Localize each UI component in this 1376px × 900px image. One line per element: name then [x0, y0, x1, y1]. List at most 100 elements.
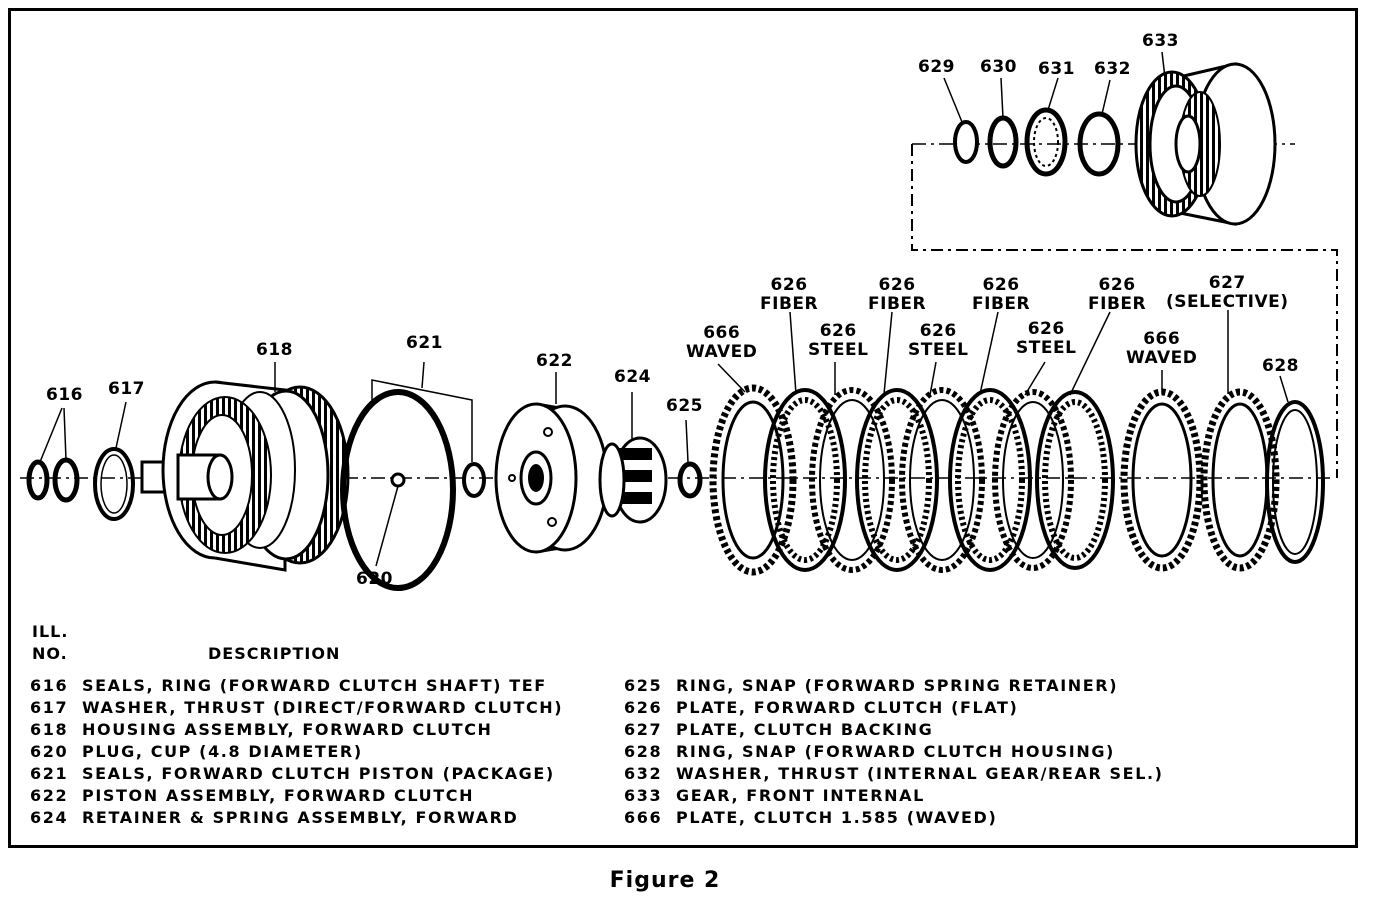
callout-text: STEEL: [808, 340, 869, 360]
legend-number: 616: [30, 676, 69, 695]
legend-row: 666 PLATE, CLUTCH 1.585 (WAVED): [624, 807, 1164, 829]
legend-number: 620: [30, 742, 69, 761]
callout-text: (SELECTIVE): [1166, 292, 1289, 312]
legend-description: RING, SNAP (FORWARD CLUTCH HOUSING): [676, 742, 1115, 761]
callout-text: WAVED: [1126, 348, 1198, 368]
callout-number: 627: [1208, 273, 1246, 293]
legend-description-label: DESCRIPTION: [208, 644, 341, 663]
legend-description: PLATE, CLUTCH BACKING: [676, 720, 934, 739]
callout-number: 626: [982, 275, 1020, 295]
callout-text: FIBER: [1088, 294, 1147, 314]
callout-text: STEEL: [1016, 338, 1077, 358]
legend-number: 621: [30, 764, 69, 783]
callout-629: 629: [918, 57, 955, 77]
callout-626-steel-2: 626 STEEL: [908, 322, 968, 360]
legend-description: WASHER, THRUST (DIRECT/FORWARD CLUTCH): [82, 698, 564, 717]
legend-row: 622 PISTON ASSEMBLY, FORWARD CLUTCH: [30, 785, 563, 807]
legend-number: 617: [30, 698, 69, 717]
callout-624: 624: [614, 367, 651, 387]
callout-617: 617: [108, 379, 145, 399]
legend-row: 628 RING, SNAP (FORWARD CLUTCH HOUSING): [624, 741, 1164, 763]
callout-666-waved-right: 666 WAVED: [1126, 330, 1197, 368]
legend-description: PISTON ASSEMBLY, FORWARD CLUTCH: [82, 786, 475, 805]
legend-row: 632 WASHER, THRUST (INTERNAL GEAR/REAR SE…: [624, 763, 1164, 785]
callout-text: FIBER: [760, 294, 819, 314]
callout-632: 632: [1094, 59, 1131, 79]
legend-left-column: 616 SEALS, RING (FORWARD CLUTCH SHAFT) TE…: [30, 675, 563, 829]
part-618-clutch-housing: [140, 362, 350, 572]
callout-621: 621: [406, 333, 443, 353]
legend-no-label: NO.: [32, 644, 68, 663]
legend-row: 626 PLATE, FORWARD CLUTCH (FLAT): [624, 697, 1164, 719]
callout-626-steel-1: 626 STEEL: [808, 322, 868, 360]
clutch-plate-stack: [709, 310, 1325, 576]
callout-text: FIBER: [972, 294, 1031, 314]
legend-row: 616 SEALS, RING (FORWARD CLUTCH SHAFT) TE…: [30, 675, 563, 697]
legend-number: 624: [30, 808, 69, 827]
callout-626-fiber-1: 626 FIBER: [760, 276, 818, 314]
callout-616: 616: [46, 385, 83, 405]
legend-description: HOUSING ASSEMBLY, FORWARD CLUTCH: [82, 720, 493, 739]
figure-caption: Figure 2: [609, 868, 721, 893]
figure-frame: [8, 8, 1358, 848]
callout-number: 626: [878, 275, 916, 295]
legend-row: 618 HOUSING ASSEMBLY, FORWARD CLUTCH: [30, 719, 563, 741]
callout-630: 630: [980, 57, 1017, 77]
legend-description: SEALS, FORWARD CLUTCH PISTON (PACKAGE): [82, 764, 555, 783]
legend-number: 628: [624, 742, 663, 761]
callout-631: 631: [1038, 59, 1075, 79]
callout-number: 666: [1143, 329, 1181, 349]
legend-description: PLATE, CLUTCH 1.585 (WAVED): [676, 808, 998, 827]
legend-number: 625: [624, 676, 663, 695]
callout-number: 666: [703, 323, 741, 343]
callout-625: 625: [666, 396, 703, 416]
legend-row: 617 WASHER, THRUST (DIRECT/FORWARD CLUTCH…: [30, 697, 563, 719]
legend-row: 625 RING, SNAP (FORWARD SPRING RETAINER): [624, 675, 1164, 697]
upper-parts-629-633: [943, 51, 1277, 226]
callout-number: 626: [1098, 275, 1136, 295]
callout-number: 626: [919, 321, 957, 341]
part-620-cup-plug: [375, 472, 406, 567]
legend-description: PLATE, FORWARD CLUTCH (FLAT): [676, 698, 1019, 717]
part-625-snap-ring: [677, 419, 703, 499]
legend-number: 632: [624, 764, 663, 783]
callout-626-fiber-3: 626 FIBER: [972, 276, 1030, 314]
callout-626-steel-3: 626 STEEL: [1016, 320, 1076, 358]
callout-627-selective: 627 (SELECTIVE): [1166, 274, 1289, 312]
legend-number: 622: [30, 786, 69, 805]
callout-620: 620: [356, 569, 393, 589]
callout-626-fiber-4: 626 FIBER: [1088, 276, 1146, 314]
legend-row: 621 SEALS, FORWARD CLUTCH PISTON (PACKAGE…: [30, 763, 563, 785]
legend-number: 618: [30, 720, 69, 739]
axis-connector: [911, 144, 1338, 478]
part-617-thrust-washer: [93, 401, 135, 521]
callout-number: 626: [770, 275, 808, 295]
callout-number: 626: [819, 321, 857, 341]
legend-description: PLUG, CUP (4.8 DIAMETER): [82, 742, 363, 761]
part-624-spring-retainer: [598, 392, 668, 524]
callout-text: FIBER: [868, 294, 927, 314]
legend-description: GEAR, FRONT INTERNAL: [676, 786, 925, 805]
part-622-piston: [494, 372, 609, 554]
legend-number: 666: [624, 808, 663, 827]
callout-626-fiber-2: 626 FIBER: [868, 276, 926, 314]
callout-text: WAVED: [686, 342, 758, 362]
callout-622: 622: [536, 351, 573, 371]
legend-row: 620 PLUG, CUP (4.8 DIAMETER): [30, 741, 563, 763]
callout-618: 618: [256, 340, 293, 360]
legend-row: 633 GEAR, FRONT INTERNAL: [624, 785, 1164, 807]
callout-text: STEEL: [908, 340, 969, 360]
legend-description: SEALS, RING (FORWARD CLUTCH SHAFT) TEF: [82, 676, 547, 695]
legend-number: 626: [624, 698, 663, 717]
legend-description: WASHER, THRUST (INTERNAL GEAR/REAR SEL.): [676, 764, 1164, 783]
part-616-seal-rings: [26, 407, 80, 503]
legend-ill-label: ILL.: [32, 622, 69, 641]
part-621-piston-seals: [340, 361, 486, 591]
legend-description: RING, SNAP (FORWARD SPRING RETAINER): [676, 676, 1119, 695]
callout-666-waved-left: 666 WAVED: [686, 324, 757, 362]
legend-number: 633: [624, 786, 663, 805]
